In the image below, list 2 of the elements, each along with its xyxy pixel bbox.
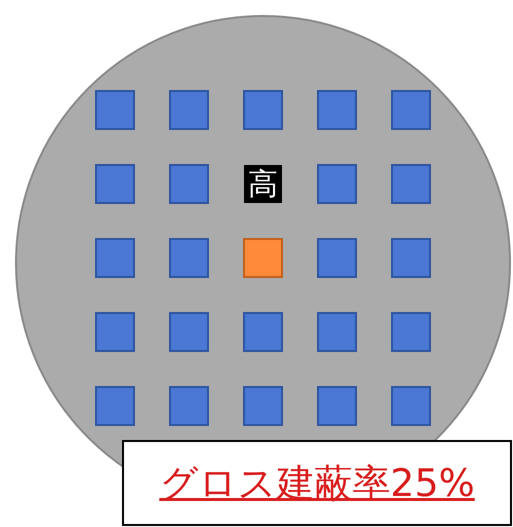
text-box: グロス建蔽率25% [122,440,512,526]
text-box: 高 [244,165,282,203]
